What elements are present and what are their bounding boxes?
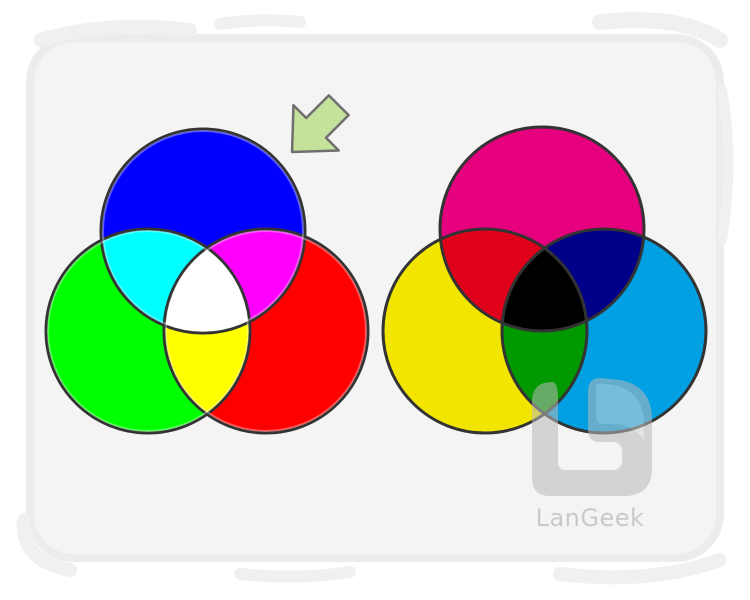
additive-diagram [44,127,370,435]
frame-scribbles [16,12,734,585]
subtractive-outline-magenta [438,125,646,333]
langeek-logo-icon [532,378,652,496]
additive-outline-green [44,227,252,435]
additive-outline-red [162,227,370,435]
additive-overlap-white [164,229,250,333]
arrow-icon [290,94,350,154]
subtractive-diagram [381,125,708,435]
subtractive-outline-yellow [381,227,589,435]
additive-inner-edge-blue [102,130,304,332]
subtractive-overlap-black [502,229,587,331]
additive-inner-edge-green [47,230,249,432]
additive-outline-blue [99,127,307,335]
additive-inner-edge-red [165,230,367,432]
watermark-text: LanGeek [536,504,645,532]
